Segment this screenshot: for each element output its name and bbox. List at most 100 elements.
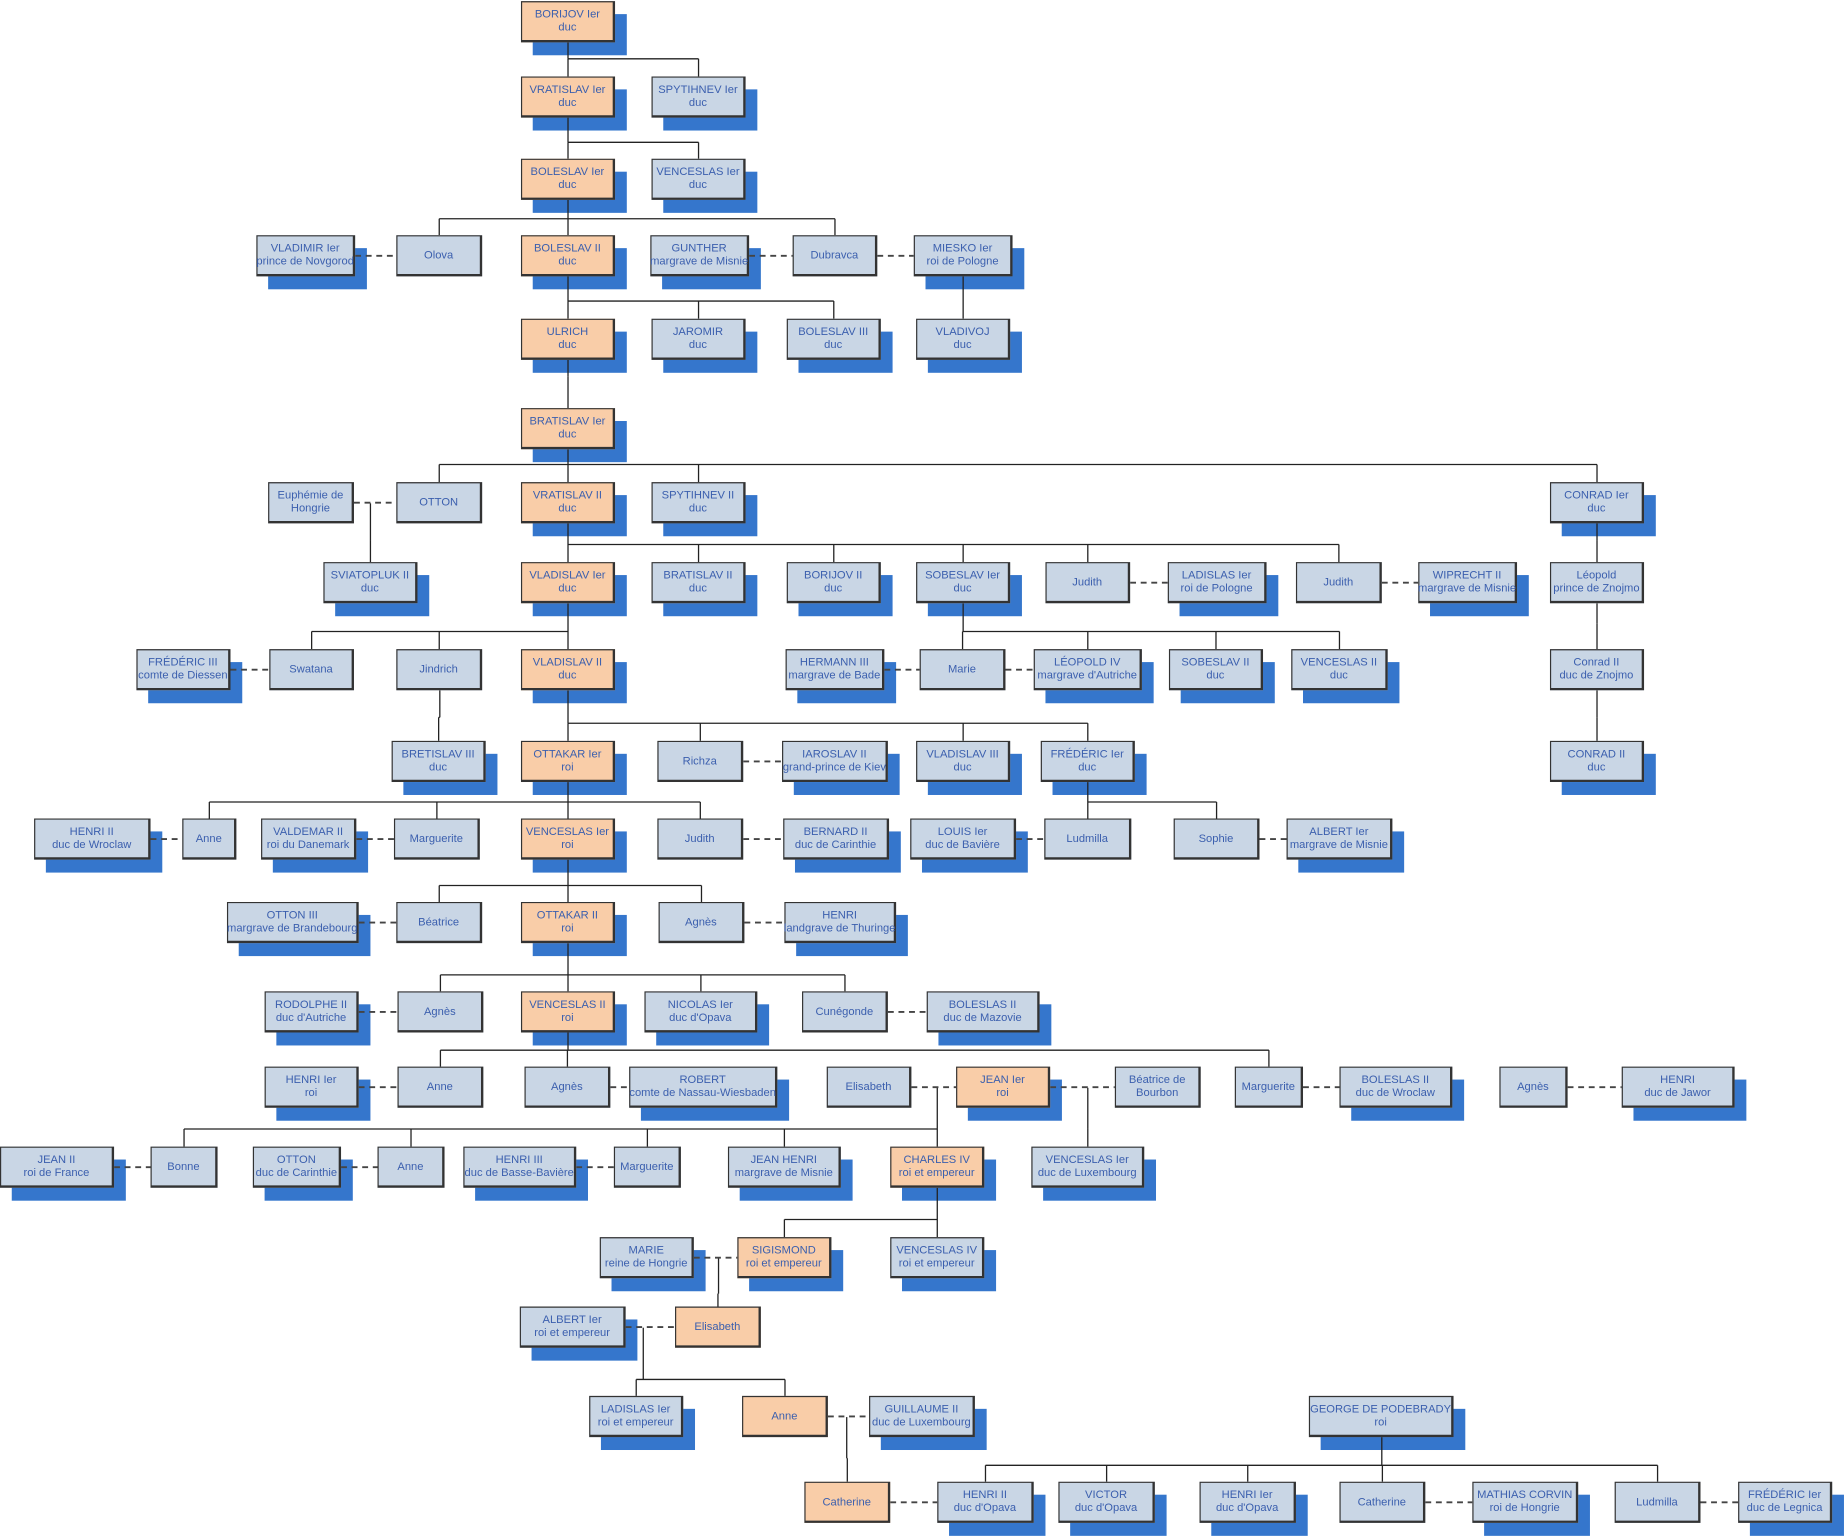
person-node-catherine1[interactable]: Catherine	[804, 1481, 891, 1523]
person-node-marie1[interactable]: Marie	[919, 649, 1006, 691]
person-node-olova[interactable]: Olova	[396, 235, 483, 277]
person-node-judith3[interactable]: Judith	[657, 818, 744, 860]
person-node-elisabeth1[interactable]: Elisabeth	[826, 1066, 912, 1108]
person-node-elisabeth2[interactable]: Elisabeth	[675, 1306, 761, 1348]
person-node-anne3[interactable]: Anne	[377, 1146, 445, 1188]
person-node-beatrice1[interactable]: Béatrice	[396, 901, 483, 944]
person-node-anne2[interactable]: Anne	[397, 1066, 484, 1108]
person-node-agnes3[interactable]: Agnès	[524, 1066, 611, 1108]
person-node-judith1[interactable]: Judith	[1045, 562, 1131, 604]
person-node-catherine2[interactable]: Catherine	[1339, 1481, 1426, 1523]
person-node-sophie[interactable]: Sophie	[1173, 818, 1260, 860]
person-node-anne1[interactable]: Anne	[182, 818, 237, 860]
person-node-marguerite3[interactable]: Marguerite	[613, 1146, 681, 1188]
person-node-richza[interactable]: Richza	[657, 740, 744, 783]
person-node-swatana[interactable]: Swatana	[269, 649, 354, 691]
person-node-jindrich[interactable]: Jindrich	[396, 649, 483, 691]
person-node-ludmilla1[interactable]: Ludmilla	[1044, 818, 1132, 860]
person-node-dubravca[interactable]: Dubravca	[792, 235, 878, 277]
person-node-agnes4[interactable]: Agnès	[1499, 1066, 1568, 1108]
person-node-judith2[interactable]: Judith	[1295, 562, 1382, 604]
person-node-otton[interactable]: OTTON	[396, 482, 483, 524]
person-node-agnes2[interactable]: Agnès	[397, 991, 484, 1033]
person-node-ludmilla2[interactable]: Ludmilla	[1614, 1481, 1701, 1523]
person-node-cunegonde[interactable]: Cunégonde	[802, 991, 888, 1033]
person-node-marguerite2[interactable]: Marguerite	[1234, 1066, 1304, 1108]
person-node-bonne[interactable]: Bonne	[150, 1146, 218, 1188]
